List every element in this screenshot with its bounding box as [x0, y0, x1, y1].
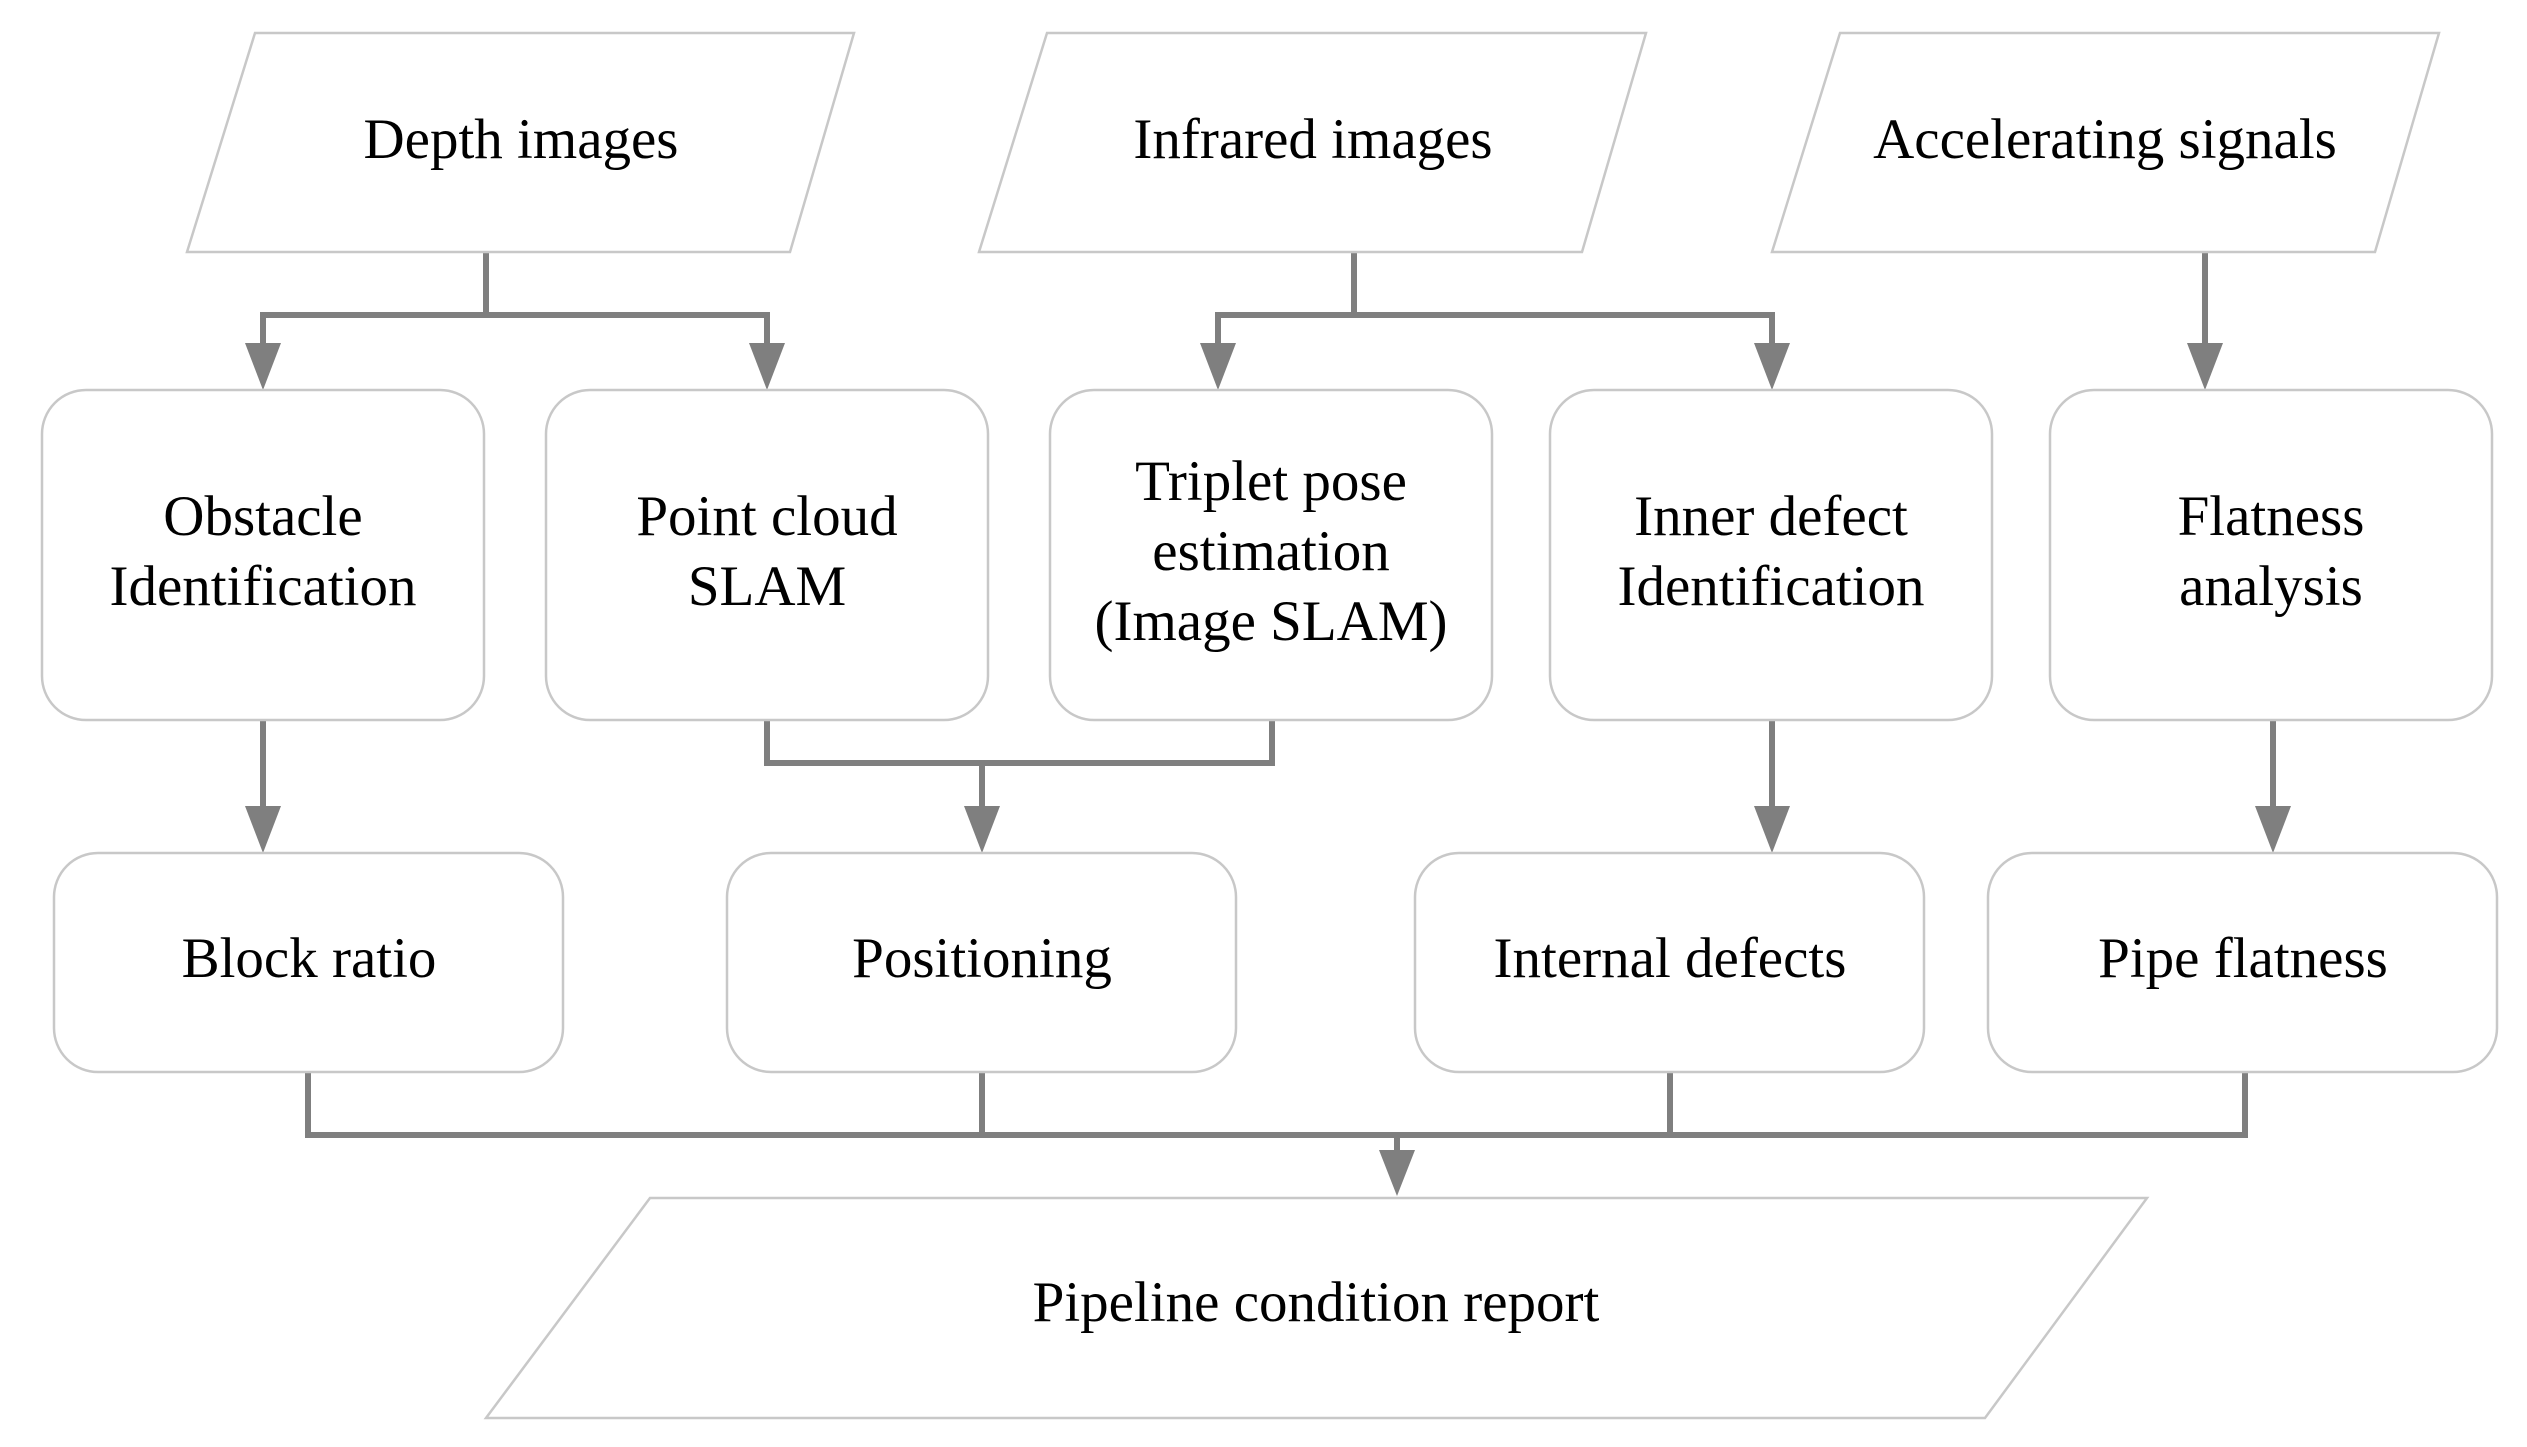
label-obstacle-line2: Identification [109, 555, 416, 618]
label-positioning: Positioning [852, 927, 1112, 990]
label-triplet-line3: (Image SLAM) [1095, 590, 1448, 653]
arrowhead-positioning [964, 806, 1000, 853]
output-pipeline-condition-report: Pipeline condition report [483, 1196, 2150, 1420]
label-accelerating-signals: Accelerating signals [1873, 108, 2337, 171]
label-obstacle-line1: Obstacle [163, 485, 362, 548]
label-pointcloud-line2: SLAM [688, 555, 846, 618]
result-positioning: Positioning [725, 851, 1238, 1074]
label-flatness-line2: analysis [2179, 555, 2363, 618]
label-infrared-images: Infrared images [1133, 108, 1492, 171]
process-obstacle-identification: Obstacle Identification [40, 388, 486, 722]
result-block-ratio: Block ratio [52, 851, 565, 1074]
input-infrared-images: Infrared images [977, 31, 1648, 254]
connector-slam-merge [764, 720, 1275, 766]
arrowhead-internal-defects [1754, 806, 1790, 853]
connector-infrared-to-processes [1215, 312, 1775, 345]
input-accelerating-signals: Accelerating signals [1770, 31, 2441, 254]
connector-depth-to-obstacle [260, 312, 770, 345]
process-point-cloud-slam: Point cloud SLAM [544, 388, 990, 722]
connectors [245, 252, 2291, 1196]
arrowhead-report [1379, 1150, 1415, 1196]
process-inner-defect-identification: Inner defect Identification [1548, 388, 1994, 722]
label-inner-defect-line1: Inner defect [1634, 485, 1908, 548]
arrowhead-triplet [1200, 343, 1236, 390]
result-internal-defects: Internal defects [1413, 851, 1926, 1074]
connector-results-bus [305, 1072, 2248, 1138]
arrowhead-pointcloud [749, 343, 785, 390]
label-flatness-line1: Flatness [2178, 485, 2365, 548]
label-pipe-flatness: Pipe flatness [2098, 927, 2388, 990]
label-depth-images: Depth images [363, 108, 678, 171]
arrowhead-flatness [2187, 343, 2223, 390]
label-pointcloud-line1: Point cloud [636, 485, 897, 548]
label-internal-defects: Internal defects [1494, 927, 1847, 990]
label-block-ratio: Block ratio [182, 927, 437, 990]
arrowhead-block-ratio [245, 806, 281, 853]
label-inner-defect-line2: Identification [1617, 555, 1924, 618]
label-triplet-line2: estimation [1152, 520, 1389, 583]
input-depth-images: Depth images [185, 31, 856, 254]
process-flatness-analysis: Flatness analysis [2048, 388, 2494, 722]
label-triplet-line1: Triplet pose [1135, 450, 1407, 513]
label-pipeline-condition-report: Pipeline condition report [1033, 1271, 1600, 1334]
result-pipe-flatness: Pipe flatness [1986, 851, 2499, 1074]
arrowhead-inner-defect [1754, 343, 1790, 390]
arrowhead-pipe-flatness [2255, 806, 2291, 853]
arrowhead-obstacle [245, 343, 281, 390]
process-triplet-pose-estimation: Triplet pose estimation (Image SLAM) [1048, 388, 1494, 722]
